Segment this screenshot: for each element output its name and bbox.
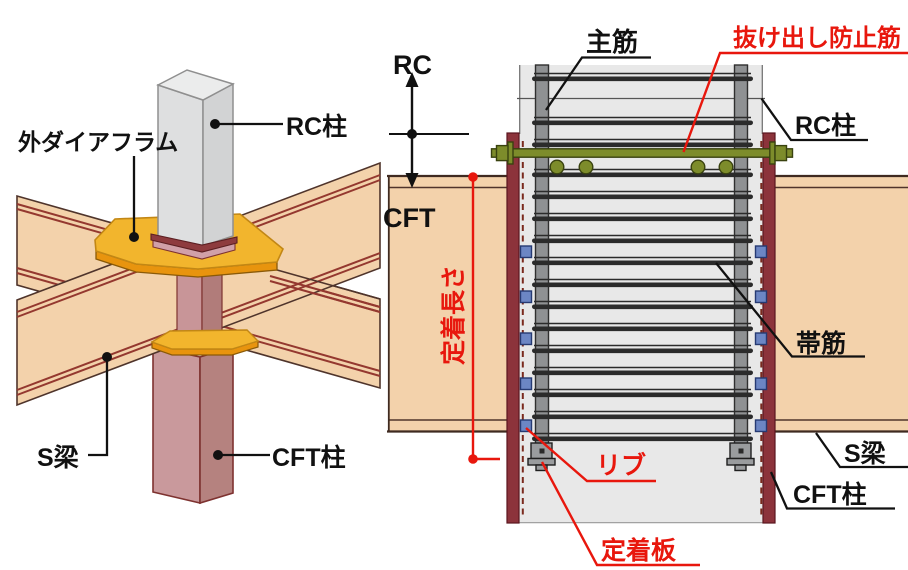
beam-edge-overlay	[269, 267, 381, 313]
pullout-prevention-bar	[490, 141, 794, 165]
rc-column-3d	[156, 69, 235, 248]
label-hoop-bar: 帯筋	[796, 329, 846, 358]
label-outer-diaphragm: 外ダイアフラム	[18, 129, 178, 155]
label-rc-column-left: RC柱	[286, 113, 347, 141]
rib-studs	[519, 245, 768, 433]
label-cft-region: CFT	[383, 203, 436, 233]
label-rib: リブ	[596, 451, 646, 480]
zone-marker: RC CFT	[383, 50, 469, 233]
right-figure-section: RC CFT 定着長さ 主筋 RC柱 帯筋 S梁 CFT柱	[383, 24, 908, 567]
s-beam-right-section	[775, 174, 908, 433]
left-figure-labels: 外ダイアフラム RC柱 S梁 CFT柱	[18, 113, 347, 472]
label-main-rebar: 主筋	[586, 27, 638, 57]
label-rc-region: RC	[393, 50, 432, 80]
right-figure-labels-black: 主筋 RC柱 帯筋 S梁 CFT柱	[545, 27, 908, 510]
label-anchor-plate: 定着板	[601, 536, 676, 565]
label-cft-column-left: CFT柱	[272, 444, 346, 472]
column-base-plates	[150, 233, 238, 260]
right-figure-labels-red: 抜け出し防止筋 リブ 定着板	[525, 24, 908, 567]
label-anchorage-length: 定着長さ	[439, 265, 468, 365]
cft-column-3d	[152, 345, 234, 505]
s-beam-left-section	[387, 174, 507, 433]
anchorage-length-dimension: 定着長さ	[439, 172, 500, 464]
left-figure-isometric: 外ダイアフラム RC柱 S梁 CFT柱	[16, 69, 381, 505]
label-s-beam-left: S梁	[37, 443, 79, 472]
cft-column-neck	[176, 267, 223, 334]
lower-diaphragm-plate	[150, 329, 260, 356]
rc-column-concrete	[517, 65, 765, 524]
label-pullout-prevention-bar: 抜け出し防止筋	[733, 24, 901, 52]
label-s-beam-right: S梁	[844, 439, 886, 468]
label-cft-column-right: CFT柱	[793, 481, 867, 509]
label-rc-column-right: RC柱	[795, 112, 856, 140]
pullout-bar-sections	[549, 159, 734, 175]
cft-tube-wall-left	[506, 132, 524, 524]
